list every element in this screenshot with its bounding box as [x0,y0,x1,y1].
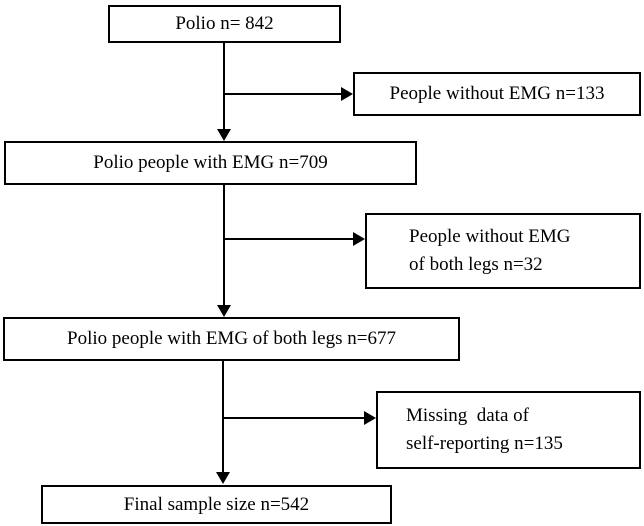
branch-line-2 [224,238,353,240]
branch-line-1 [224,93,341,95]
flow-box-polio-emg-both-legs: Polio people with EMG of both legs n=677 [3,317,460,361]
exclusion-box-no-emg: People without EMG n=133 [353,72,641,116]
exclusion-box-missing-self-report: Missing data of self-reporting n=135 [376,391,641,469]
connector-line-2 [223,185,225,305]
arrowhead-down-3-icon [216,472,230,484]
flow-box-final-sample: Final sample size n=542 [41,485,392,524]
arrowhead-down-1-icon [217,129,231,141]
flow-box-polio-total: Polio n= 842 [108,5,341,43]
flow-box-polio-with-emg: Polio people with EMG n=709 [4,141,417,185]
exclusion-box-no-emg-both-legs: People without EMG of both legs n=32 [365,213,641,289]
arrowhead-down-2-icon [217,305,231,317]
arrowhead-right-2-icon [353,232,365,246]
branch-line-3 [223,417,364,419]
arrowhead-right-3-icon [364,411,376,425]
connector-line-1 [223,43,225,130]
arrowhead-right-1-icon [341,87,353,101]
